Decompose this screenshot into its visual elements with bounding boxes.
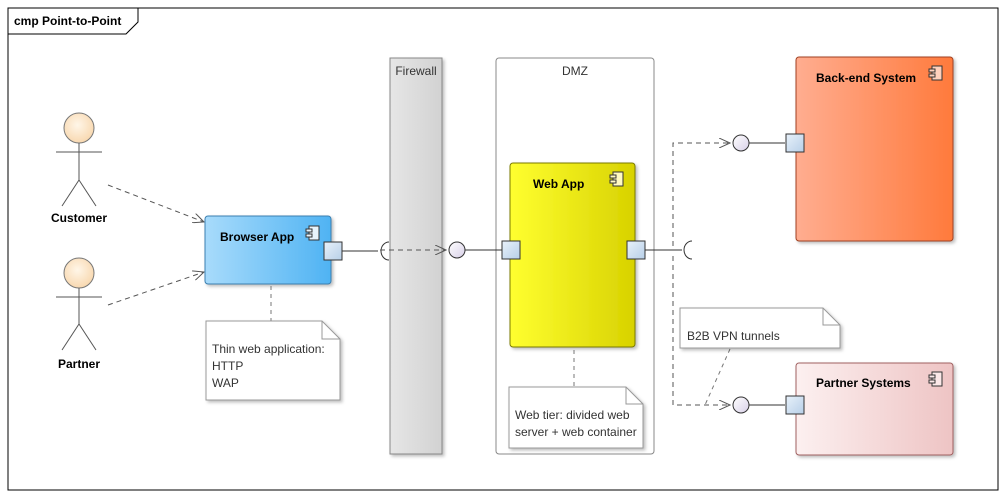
note-vpn-tunnels[interactable]: B2B VPN tunnels (679, 307, 841, 349)
customer-to-browser-dependency (107, 184, 204, 222)
browser-note-line-2: HTTP (212, 359, 243, 373)
component-backend-system[interactable]: Back-end System (795, 56, 954, 242)
component-icon (928, 65, 943, 81)
note-web-tier[interactable]: Web tier: divided web server + web conta… (508, 386, 644, 449)
firewall-label: Firewall (395, 64, 436, 78)
webapp-provided-interface[interactable] (448, 241, 466, 259)
browser-note-line-1: Thin web application: (212, 342, 325, 356)
backend-provided-interface[interactable] (732, 134, 750, 152)
vpn-note-anchor (704, 348, 731, 406)
component-icon (928, 371, 943, 387)
webapp-to-backend-connector (672, 143, 730, 246)
component-web-app[interactable]: Web App (509, 162, 636, 348)
actor-partner[interactable] (56, 257, 102, 351)
web-note-line-2: server + web container (515, 425, 637, 439)
webapp-to-partner-connector (672, 256, 730, 405)
browser-app-port[interactable] (323, 241, 343, 261)
partner-provided-interface[interactable] (732, 396, 750, 414)
actor-partner-label: Partner (58, 357, 100, 371)
backend-system-label: Back-end System (816, 71, 916, 85)
firewall-lane[interactable]: Firewall (389, 57, 443, 455)
web-note-line-1: Web tier: divided web (515, 408, 630, 422)
browser-note-line-3: WAP (212, 376, 239, 390)
partner-systems-label: Partner Systems (816, 376, 911, 390)
frame-title: cmp Point-to-Point (14, 14, 121, 28)
webapp-right-port[interactable] (626, 240, 646, 260)
component-browser-app[interactable]: Browser App (204, 215, 332, 285)
webapp-left-port[interactable] (501, 240, 521, 260)
web-app-label: Web App (533, 177, 584, 191)
browser-app-label: Browser App (220, 230, 294, 244)
note-browser-app[interactable]: Thin web application: HTTP WAP (205, 320, 341, 401)
webapp-required-interface-socket (683, 240, 693, 260)
browser-required-interface-socket (380, 241, 390, 261)
actor-customer-label: Customer (51, 211, 107, 225)
partner-port[interactable] (785, 395, 805, 415)
component-partner-systems[interactable]: Partner Systems (795, 362, 954, 456)
dmz-label: DMZ (562, 64, 588, 78)
component-icon (305, 225, 320, 241)
backend-port[interactable] (785, 133, 805, 153)
partner-to-browser-dependency (107, 272, 204, 306)
component-icon (609, 171, 624, 187)
vpn-note-text: B2B VPN tunnels (687, 329, 780, 343)
actor-customer[interactable] (56, 112, 102, 207)
